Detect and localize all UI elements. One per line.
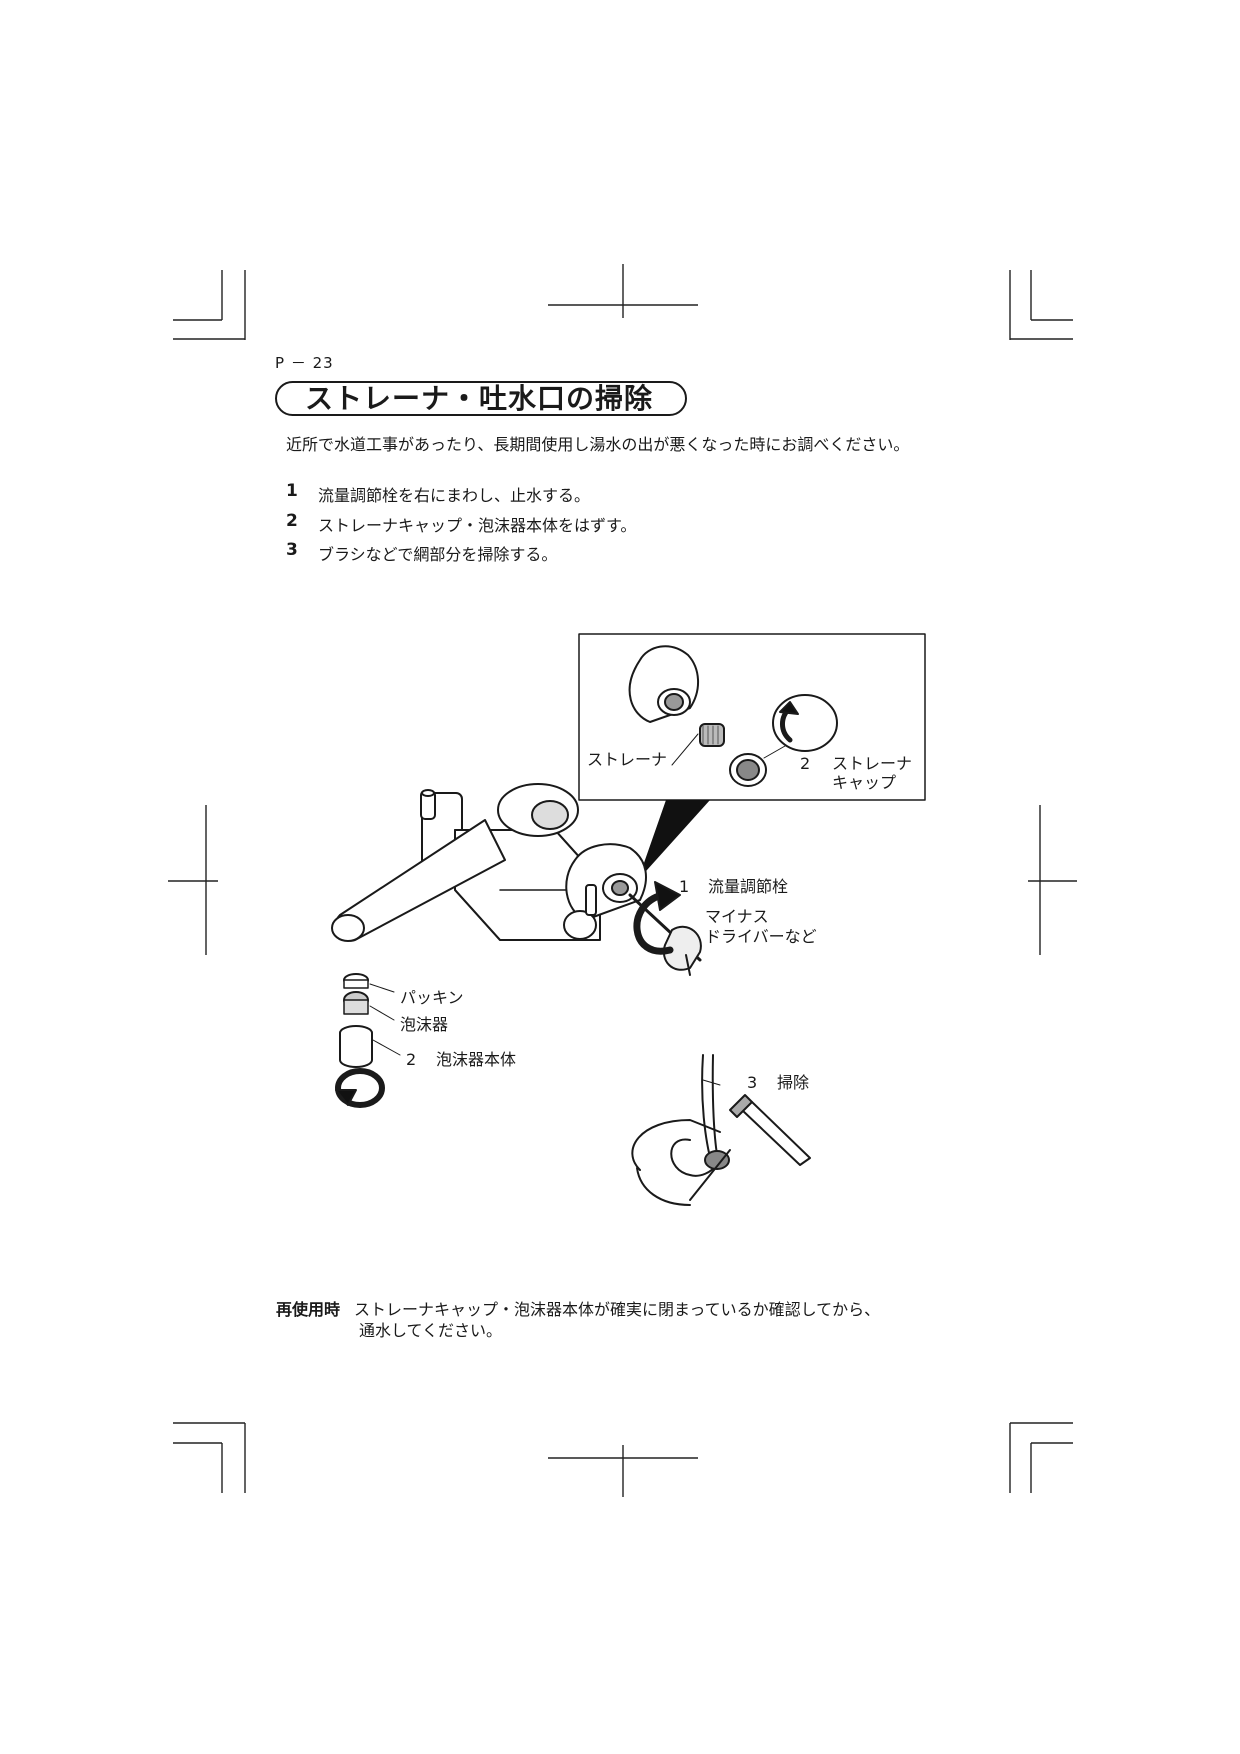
inset-cap — [729, 753, 767, 787]
step-number: 3 — [286, 540, 298, 560]
label-clean-number: 3 — [747, 1073, 758, 1092]
label-clean: 掃除 — [777, 1073, 810, 1092]
step-text: 流量調節栓を右にまわし、止水する。 — [318, 486, 591, 505]
step-number: 1 — [286, 481, 298, 501]
pointer-wedge — [638, 800, 710, 880]
label-packing: パッキン — [400, 988, 464, 1007]
reuse-note: 再使用時ストレーナキャップ・泡沫器本体が確実に閉まっているか確認してから、 — [276, 1302, 880, 1318]
page-number: P － 23 — [275, 354, 334, 372]
inset-cap-turned — [772, 694, 838, 752]
inset-valve — [628, 645, 699, 723]
intro-text: 近所で水道工事があったり、長期間使用し湯水の出が悪くなった時にお調べください。 — [286, 435, 910, 454]
inset-frame — [578, 633, 926, 801]
leader-aerator — [369, 1005, 395, 1021]
label-cap-line2: キャップ — [832, 773, 897, 792]
note-label: 再使用時 — [276, 1300, 341, 1319]
step-number: 2 — [286, 511, 298, 531]
rotate-arrow-aerator — [335, 1068, 385, 1108]
leader-aerator-body — [372, 1039, 401, 1056]
note-line1: ストレーナキャップ・泡沫器本体が確実に閉まっているか確認してから、 — [354, 1300, 881, 1319]
title-frame — [275, 381, 687, 416]
label-aerator: 泡沫器 — [400, 1015, 449, 1034]
aerator-parts — [339, 973, 373, 1068]
page-title: ストレーナ・吐水口の掃除 — [305, 382, 654, 415]
leader-cap — [763, 745, 786, 759]
label-driver-line1: マイナス — [705, 907, 769, 926]
label-valve-number: 1 — [679, 877, 690, 896]
label-strainer: ストレーナ — [587, 750, 668, 769]
leader-strainer — [671, 733, 699, 766]
label-valve: 流量調節栓 — [708, 877, 789, 896]
note-line2: 通水してください。 — [359, 1321, 503, 1340]
cleaning-illustration — [631, 1054, 811, 1206]
inset-strainer — [699, 723, 725, 747]
label-aerator-body: 泡沫器本体 — [436, 1050, 517, 1069]
step-text: ストレーナキャップ・泡沫器本体をはずす。 — [318, 516, 637, 535]
label-cap-number: 2 — [800, 754, 811, 773]
label-driver-line2: ドライバーなど — [705, 927, 817, 946]
spout — [331, 819, 506, 942]
label-cap-line1: ストレーナ — [832, 754, 913, 773]
label-aerator-body-number: 2 — [406, 1050, 417, 1069]
rotate-arrow-valve — [633, 881, 681, 955]
leader-packing — [369, 983, 395, 993]
step-text: ブラシなどで網部分を掃除する。 — [318, 545, 558, 564]
